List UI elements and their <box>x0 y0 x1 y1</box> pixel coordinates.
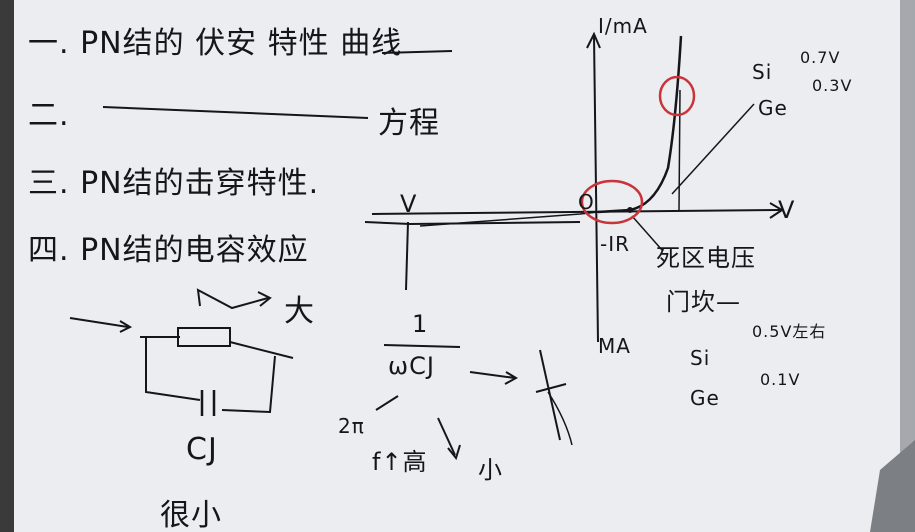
blank-line-equation <box>102 106 369 119</box>
resistor <box>177 327 231 347</box>
si-low-label: Si <box>690 346 711 370</box>
threshold-label: 门坎— <box>666 288 741 316</box>
fraction-numerator: 1 <box>412 310 429 338</box>
si-threshold-tick <box>678 89 681 211</box>
graph-y-arrowhead <box>586 31 601 49</box>
fraction-denominator: ωCJ <box>388 352 435 380</box>
underline-curve-word <box>381 50 453 54</box>
bent-arrow <box>196 288 269 310</box>
down-arrow-right <box>437 417 456 456</box>
ge-low-label: Ge <box>690 386 720 410</box>
bent-arrowhead <box>257 291 272 307</box>
ge-pointer-line <box>671 103 755 195</box>
section-two-suffix: 方程 <box>378 106 440 141</box>
section-three-title: 三. PN结的击穿特性. <box>28 166 320 201</box>
dead-zone-label: 死区电压 <box>656 244 756 272</box>
f-high-label: f↑高 <box>372 448 428 476</box>
fraction-arrowhead <box>504 371 519 385</box>
middle-vertical-axis <box>405 221 409 291</box>
curve-small-arc <box>547 391 573 446</box>
input-arrow <box>69 317 129 328</box>
board-left-frame <box>0 0 14 532</box>
cj-label: CJ <box>186 432 218 467</box>
fraction-bar <box>383 344 461 348</box>
section-one-title: 一. PN结的 伏安 特性 曲线 <box>28 26 403 61</box>
arrow-big-label: 大 <box>284 294 315 329</box>
down-arrow-right-head <box>447 444 461 461</box>
ge-low-value: 0.1V <box>760 370 801 389</box>
input-arrowhead <box>119 320 133 333</box>
left-branch-wire <box>145 337 201 401</box>
section-two-prefix: 二. <box>28 98 70 133</box>
graph-y-label-top: I/mA <box>598 14 648 38</box>
graph-y-axis <box>593 35 599 343</box>
graph-origin: O <box>578 190 595 214</box>
arrow-small-label: 小 <box>478 456 503 484</box>
board-bottom-right-corner <box>870 440 915 532</box>
iv-reverse-curve <box>419 211 599 227</box>
board-right-frame <box>900 0 915 532</box>
si-low-value: 0.5V左右 <box>752 322 827 341</box>
middle-v-label: V <box>400 190 418 218</box>
resistor-right-wire <box>229 341 294 359</box>
graph-x-arrowhead <box>769 202 784 219</box>
ge-label: Ge <box>758 96 788 120</box>
fraction-arrow <box>469 371 516 379</box>
down-arrow-left <box>375 395 399 411</box>
small-note: 很小 <box>160 498 222 532</box>
red-circle-origin <box>580 179 644 225</box>
right-branch-wire <box>221 355 276 414</box>
graph-neg-ir: -IR <box>600 232 631 256</box>
dead-zone-pointer <box>631 215 663 251</box>
middle-horizontal-curve <box>364 221 581 226</box>
graph-x-axis <box>371 209 781 215</box>
si-value: 0.7V <box>800 48 841 67</box>
ge-value: 0.3V <box>812 76 853 95</box>
red-circle-upper <box>658 75 696 117</box>
cut-line-cross <box>535 383 567 393</box>
knee-dot <box>627 207 633 213</box>
graph-x-label: V <box>778 196 796 224</box>
capacitor-plates <box>200 390 216 416</box>
section-four-title: 四. PN结的电容效应 <box>28 233 309 268</box>
two-pi-label: 2π <box>338 414 365 438</box>
graph-y-label-bottom: MA <box>598 334 631 358</box>
si-label: Si <box>752 60 773 84</box>
